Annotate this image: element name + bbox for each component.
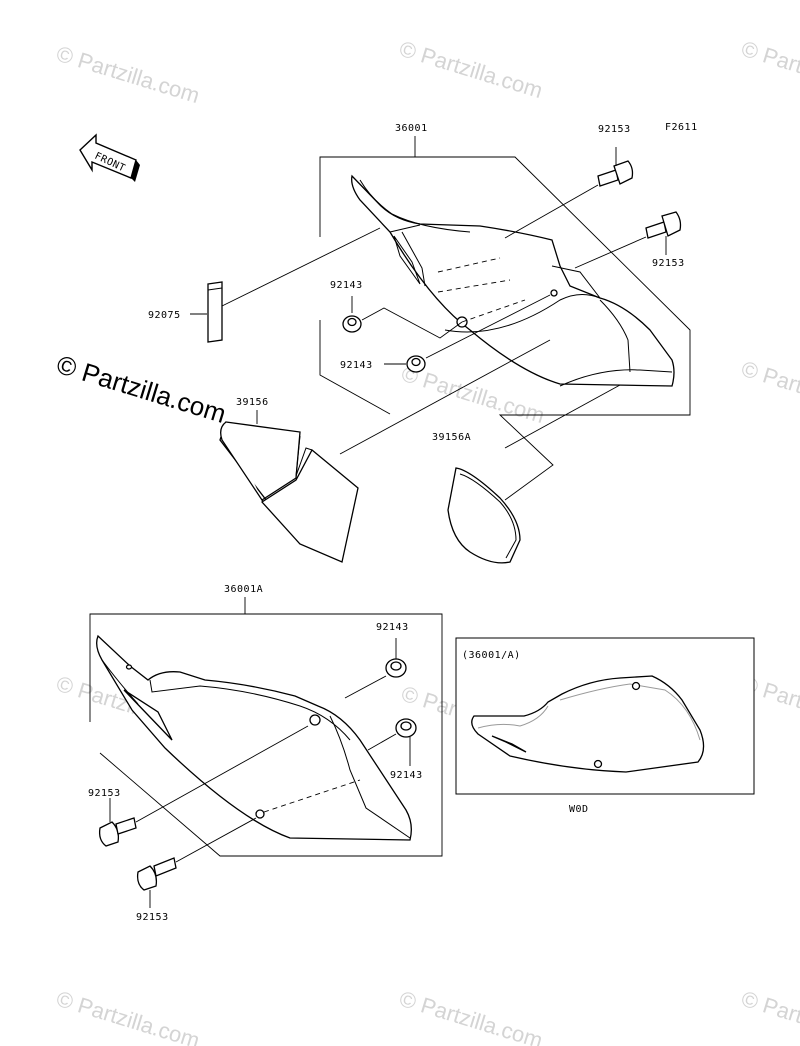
callout-36001: 36001 [395,123,428,134]
watermark-bold: © Partzilla.com [53,349,229,429]
callout-92143-low-1: 92143 [376,622,409,633]
pad-strip [207,281,223,343]
callout-92153-low-1: 92153 [88,788,121,799]
watermark: © Partzilla.com [397,986,546,1046]
watermark-layer: © Partzilla.com © Partzilla.com © Partzi… [54,36,800,1046]
callout-92075: 92075 [148,310,181,321]
callout-92153-top-1: 92153 [598,124,631,135]
inset-caption: W0D [569,804,589,815]
callout-92143-top-1: 92143 [330,280,363,291]
callout-92153-top-2: 92153 [652,258,685,269]
watermark: © Partzilla.com [397,36,546,103]
grommet-icon [385,658,407,678]
inset-box [455,637,755,795]
callout-39156A: 39156A [432,432,471,443]
inset-reference: (36001/A) [462,650,521,661]
callout-39156: 39156 [236,397,269,408]
grommet-icon [395,718,417,738]
callout-92153-low-2: 92153 [136,912,169,923]
side-cover-lower [96,634,412,841]
callout-36001A: 36001A [224,584,263,595]
watermark: © Partzilla.com [54,986,203,1046]
watermark: © Partzilla.com [739,36,800,103]
grommet-icon [342,315,362,333]
watermark: © Partzilla.com [739,356,800,423]
bolt-icon [645,211,682,239]
bolt-icon [136,857,177,891]
decal-left [219,421,359,563]
front-arrow-icon: FRONT [79,133,140,182]
decal-right [447,467,521,564]
grommet-icon [406,355,426,373]
watermark: © Partzilla.com [739,986,800,1046]
callout-92143-top-2: 92143 [340,360,373,371]
watermark: © Partzilla.com [54,41,203,108]
bolt-icon [597,160,634,187]
callout-92143-low-2: 92143 [390,770,423,781]
bracket-36001 [319,136,691,501]
bolt-icon [98,817,137,847]
diagram-code: F2611 [665,122,698,133]
bracket-36001A [89,597,443,857]
side-cover-upper [351,174,675,387]
